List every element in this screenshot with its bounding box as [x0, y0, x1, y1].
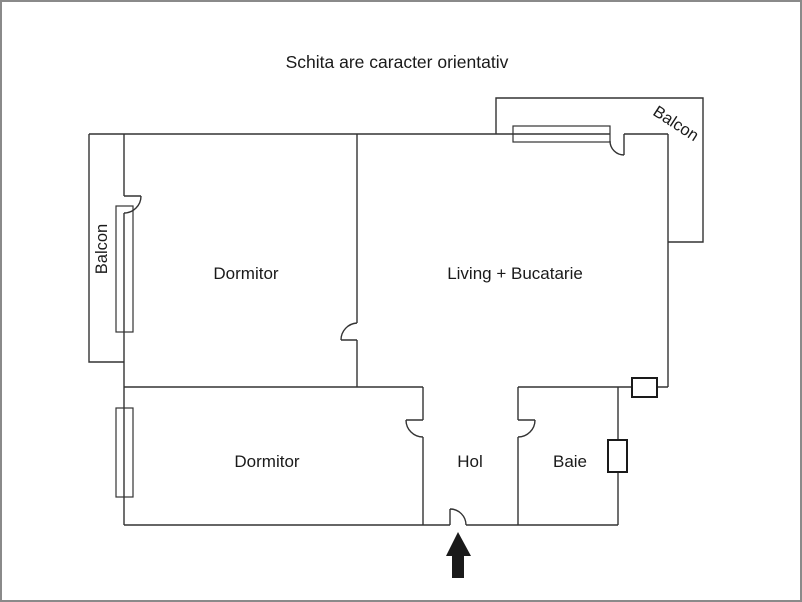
room-label-hol: Hol [457, 452, 483, 471]
balcony-label-left: Balcon [93, 224, 111, 274]
door-balcony-left [123, 195, 142, 214]
wall-balcony-top-outline [495, 97, 704, 243]
wall-hol-left-with-door [405, 387, 424, 525]
wall-baie-left-with-door [517, 387, 536, 525]
door-balcony-top [609, 134, 625, 156]
wall-dormitor-living-with-door [340, 134, 358, 387]
door-entrance [449, 508, 467, 526]
fixture-living-wall [631, 377, 658, 398]
entrance-arrow-icon [446, 532, 471, 578]
window-living-top [512, 125, 611, 143]
room-label-baie: Baie [553, 452, 587, 471]
room-label-living: Living + Bucatarie [447, 264, 583, 283]
wall-balcony-left-outline [88, 134, 124, 363]
window-dormitor-bottom [115, 407, 134, 498]
plan-title: Schita are caracter orientativ [286, 52, 509, 72]
window-balcony-left [115, 205, 134, 333]
fixture-baie-wall [607, 439, 628, 473]
room-label-dormitor-top: Dormitor [213, 264, 279, 283]
room-label-dormitor-bottom: Dormitor [234, 452, 300, 471]
